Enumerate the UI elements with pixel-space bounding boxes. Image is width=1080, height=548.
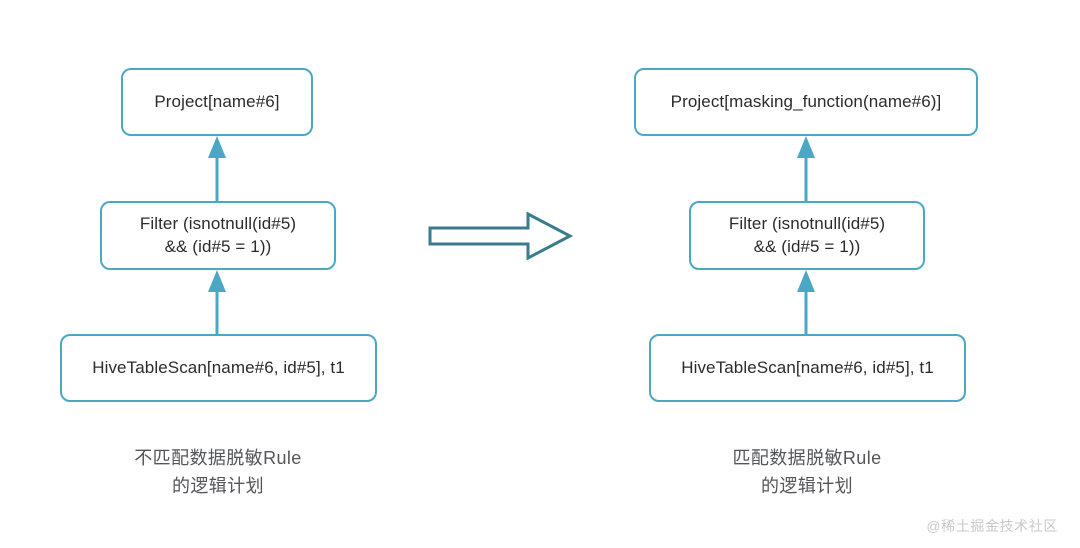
left-plan-connector-scan-to-filter bbox=[208, 270, 226, 335]
right-plan-node-project: Project[masking_function(name#6)] bbox=[634, 68, 978, 136]
right-plan-caption: 匹配数据脱敏Rule 的逻辑计划 bbox=[732, 448, 882, 496]
left-plan-caption: 不匹配数据脱敏Rule 的逻辑计划 bbox=[134, 448, 302, 496]
right-plan-node-hivetablescan: HiveTableScan[name#6, id#5], t1 bbox=[649, 334, 966, 402]
left-plan-node-filter: Filter (isnotnull(id#5) && (id#5 = 1)) bbox=[100, 201, 336, 270]
right-plan-connector-filter-to-project bbox=[797, 136, 815, 202]
right-block-arrow-icon bbox=[428, 211, 574, 261]
right-plan-connector-scan-to-filter bbox=[797, 270, 815, 335]
watermark: @稀土掘金技术社区 bbox=[926, 518, 1058, 534]
left-plan-node-project: Project[name#6] bbox=[121, 68, 313, 136]
right-plan-node-filter: Filter (isnotnull(id#5) && (id#5 = 1)) bbox=[689, 201, 925, 270]
left-plan-connector-filter-to-project bbox=[208, 136, 226, 202]
left-plan-node-hivetablescan: HiveTableScan[name#6, id#5], t1 bbox=[60, 334, 377, 402]
